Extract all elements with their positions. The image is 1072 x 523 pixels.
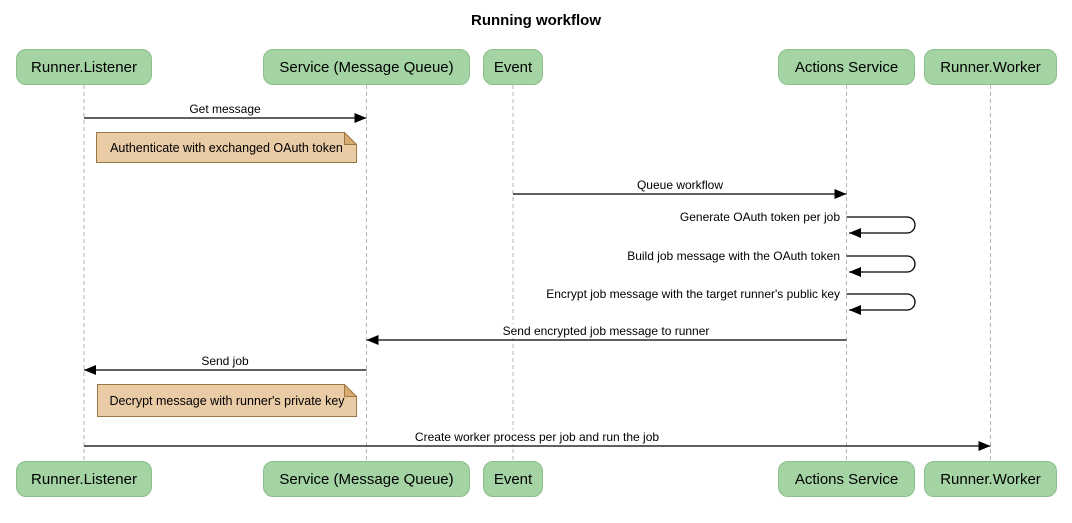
message-label-create-worker-process: Create worker process per job and run th… [411,430,663,444]
arrow-self-build-job-message [846,255,916,277]
message-label-send-job: Send job [198,354,252,368]
participant-service-message-queue-top: Service (Message Queue) [263,49,470,85]
note-fold-icon [344,384,357,397]
message-label-encrypt-job-message: Encrypt job message with the target runn… [543,287,843,301]
note-authenticate-oauth: Authenticate with exchanged OAuth token [96,132,357,163]
participant-event-top: Event [483,49,543,85]
message-label-queue-workflow: Queue workflow [633,178,727,192]
message-label-build-job-message: Build job message with the OAuth token [624,249,843,263]
participant-runner-worker-bottom: Runner.Worker [924,461,1057,497]
note-fold-icon [344,132,357,145]
message-label-generate-oauth-token: Generate OAuth token per job [676,210,843,224]
participant-runner-listener-bottom: Runner.Listener [16,461,152,497]
participant-actions-service-top: Actions Service [778,49,915,85]
participant-event-bottom: Event [483,461,543,497]
message-label-send-encrypted-job-message: Send encrypted job message to runner [499,324,713,338]
note-authenticate-oauth-text: Authenticate with exchanged OAuth token [110,140,343,155]
arrow-self-generate-oauth-token [846,216,916,238]
message-label-get-message: Get message [186,102,264,116]
arrow-self-encrypt-job-message [846,293,916,315]
participant-actions-service-bottom: Actions Service [778,461,915,497]
note-decrypt-private-key: Decrypt message with runner's private ke… [97,384,357,417]
participant-service-message-queue-bottom: Service (Message Queue) [263,461,470,497]
note-decrypt-private-key-text: Decrypt message with runner's private ke… [109,393,345,408]
diagram-title: Running workflow [471,12,601,29]
participant-runner-worker-top: Runner.Worker [924,49,1057,85]
participant-runner-listener-top: Runner.Listener [16,49,152,85]
